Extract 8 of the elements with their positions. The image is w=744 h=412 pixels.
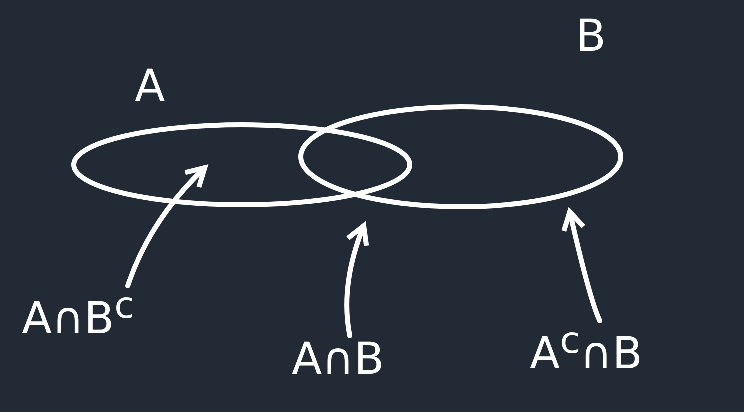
set-label: A (135, 65, 166, 109)
region-label: A∩B$^{c}$ (22, 288, 135, 342)
set-label: B (576, 15, 606, 59)
region-label: A∩B (292, 338, 384, 382)
region-label: A$^{c}$∩B (530, 323, 643, 377)
arrow (344, 224, 370, 338)
arrow (562, 210, 602, 324)
arrow (126, 166, 208, 288)
